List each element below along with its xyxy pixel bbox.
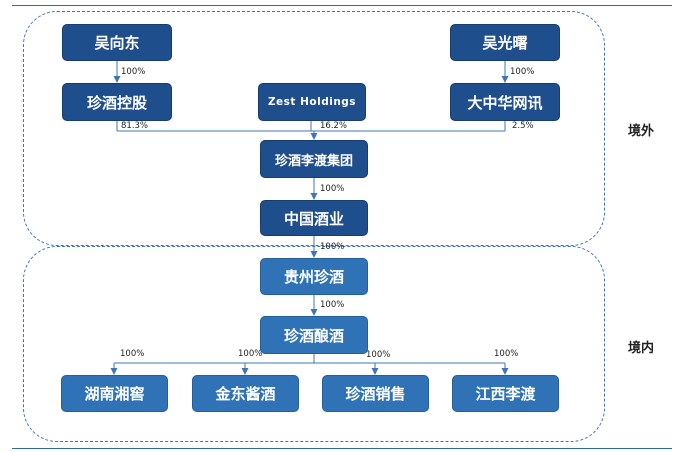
node-zest-holdings: Zest Holdings: [258, 83, 366, 121]
bottom-rule: [12, 448, 672, 449]
pct-wuguangshu-dazhonghua: 100%: [510, 67, 535, 77]
node-wu-xiangdong: 吴向东: [62, 24, 172, 61]
pct-guizhou-brewing: 100%: [320, 300, 345, 310]
node-hunan: 湖南湘窖: [61, 375, 168, 412]
pct-group-chinaliquor: 100%: [320, 184, 345, 194]
node-jindong: 金东酱酒: [192, 375, 299, 412]
overseas-label: 境外: [628, 124, 655, 139]
pct-holdings-group: 81.3%: [121, 121, 149, 131]
node-dazhonghua: 大中华网讯: [450, 83, 560, 121]
node-china-liquor: 中国酒业: [260, 200, 368, 236]
top-rule: [12, 5, 672, 6]
node-wu-guangshu: 吴光曙: [450, 24, 560, 61]
pct-wuxiangdong-holdings: 100%: [121, 67, 146, 77]
node-guizhou-zhenjiu: 贵州珍酒: [260, 258, 368, 295]
node-sales: 珍酒销售: [322, 375, 429, 412]
pct-zest-group: 16.2%: [320, 121, 348, 131]
domestic-label: 境内: [628, 341, 655, 356]
pct-chinaliquor-guizhou: 100%: [320, 242, 345, 252]
pct-brewing-jiangxi: 100%: [494, 349, 519, 359]
node-jiangxi: 江西李渡: [452, 375, 559, 412]
node-group: 珍酒李渡集团: [260, 140, 368, 178]
pct-brewing-hunan: 100%: [120, 349, 145, 359]
pct-brewing-sales: 100%: [366, 350, 391, 360]
node-zhenjiu-brewing: 珍酒酿酒: [260, 316, 368, 354]
pct-brewing-jindong: 100%: [238, 349, 263, 359]
pct-dazhonghua-group: 2.5%: [512, 121, 534, 131]
node-zhenjiu-holdings: 珍酒控股: [62, 83, 172, 121]
